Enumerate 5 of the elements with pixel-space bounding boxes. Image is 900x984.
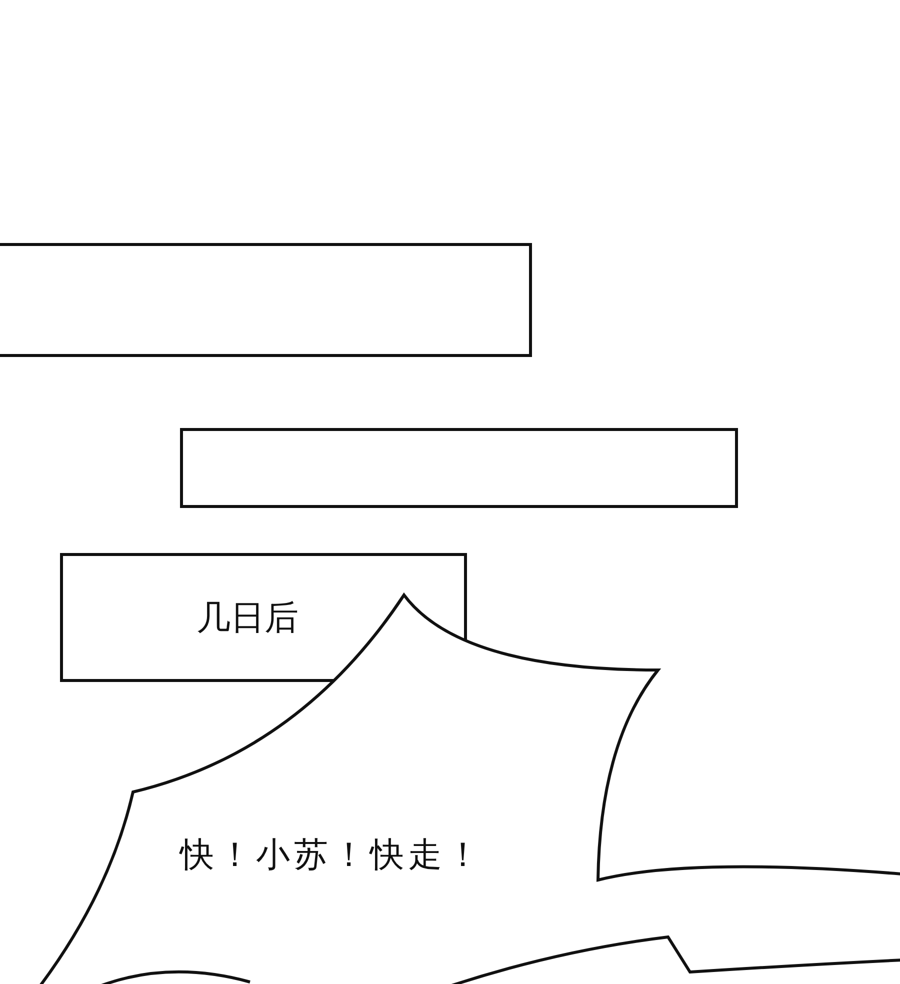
caption-text: 几日后: [196, 596, 298, 640]
dialogue-text: 快！小苏！快走！: [180, 834, 484, 877]
caption-box: [180, 428, 738, 508]
caption-box: [0, 243, 532, 357]
speech-bubble: [40, 592, 900, 984]
